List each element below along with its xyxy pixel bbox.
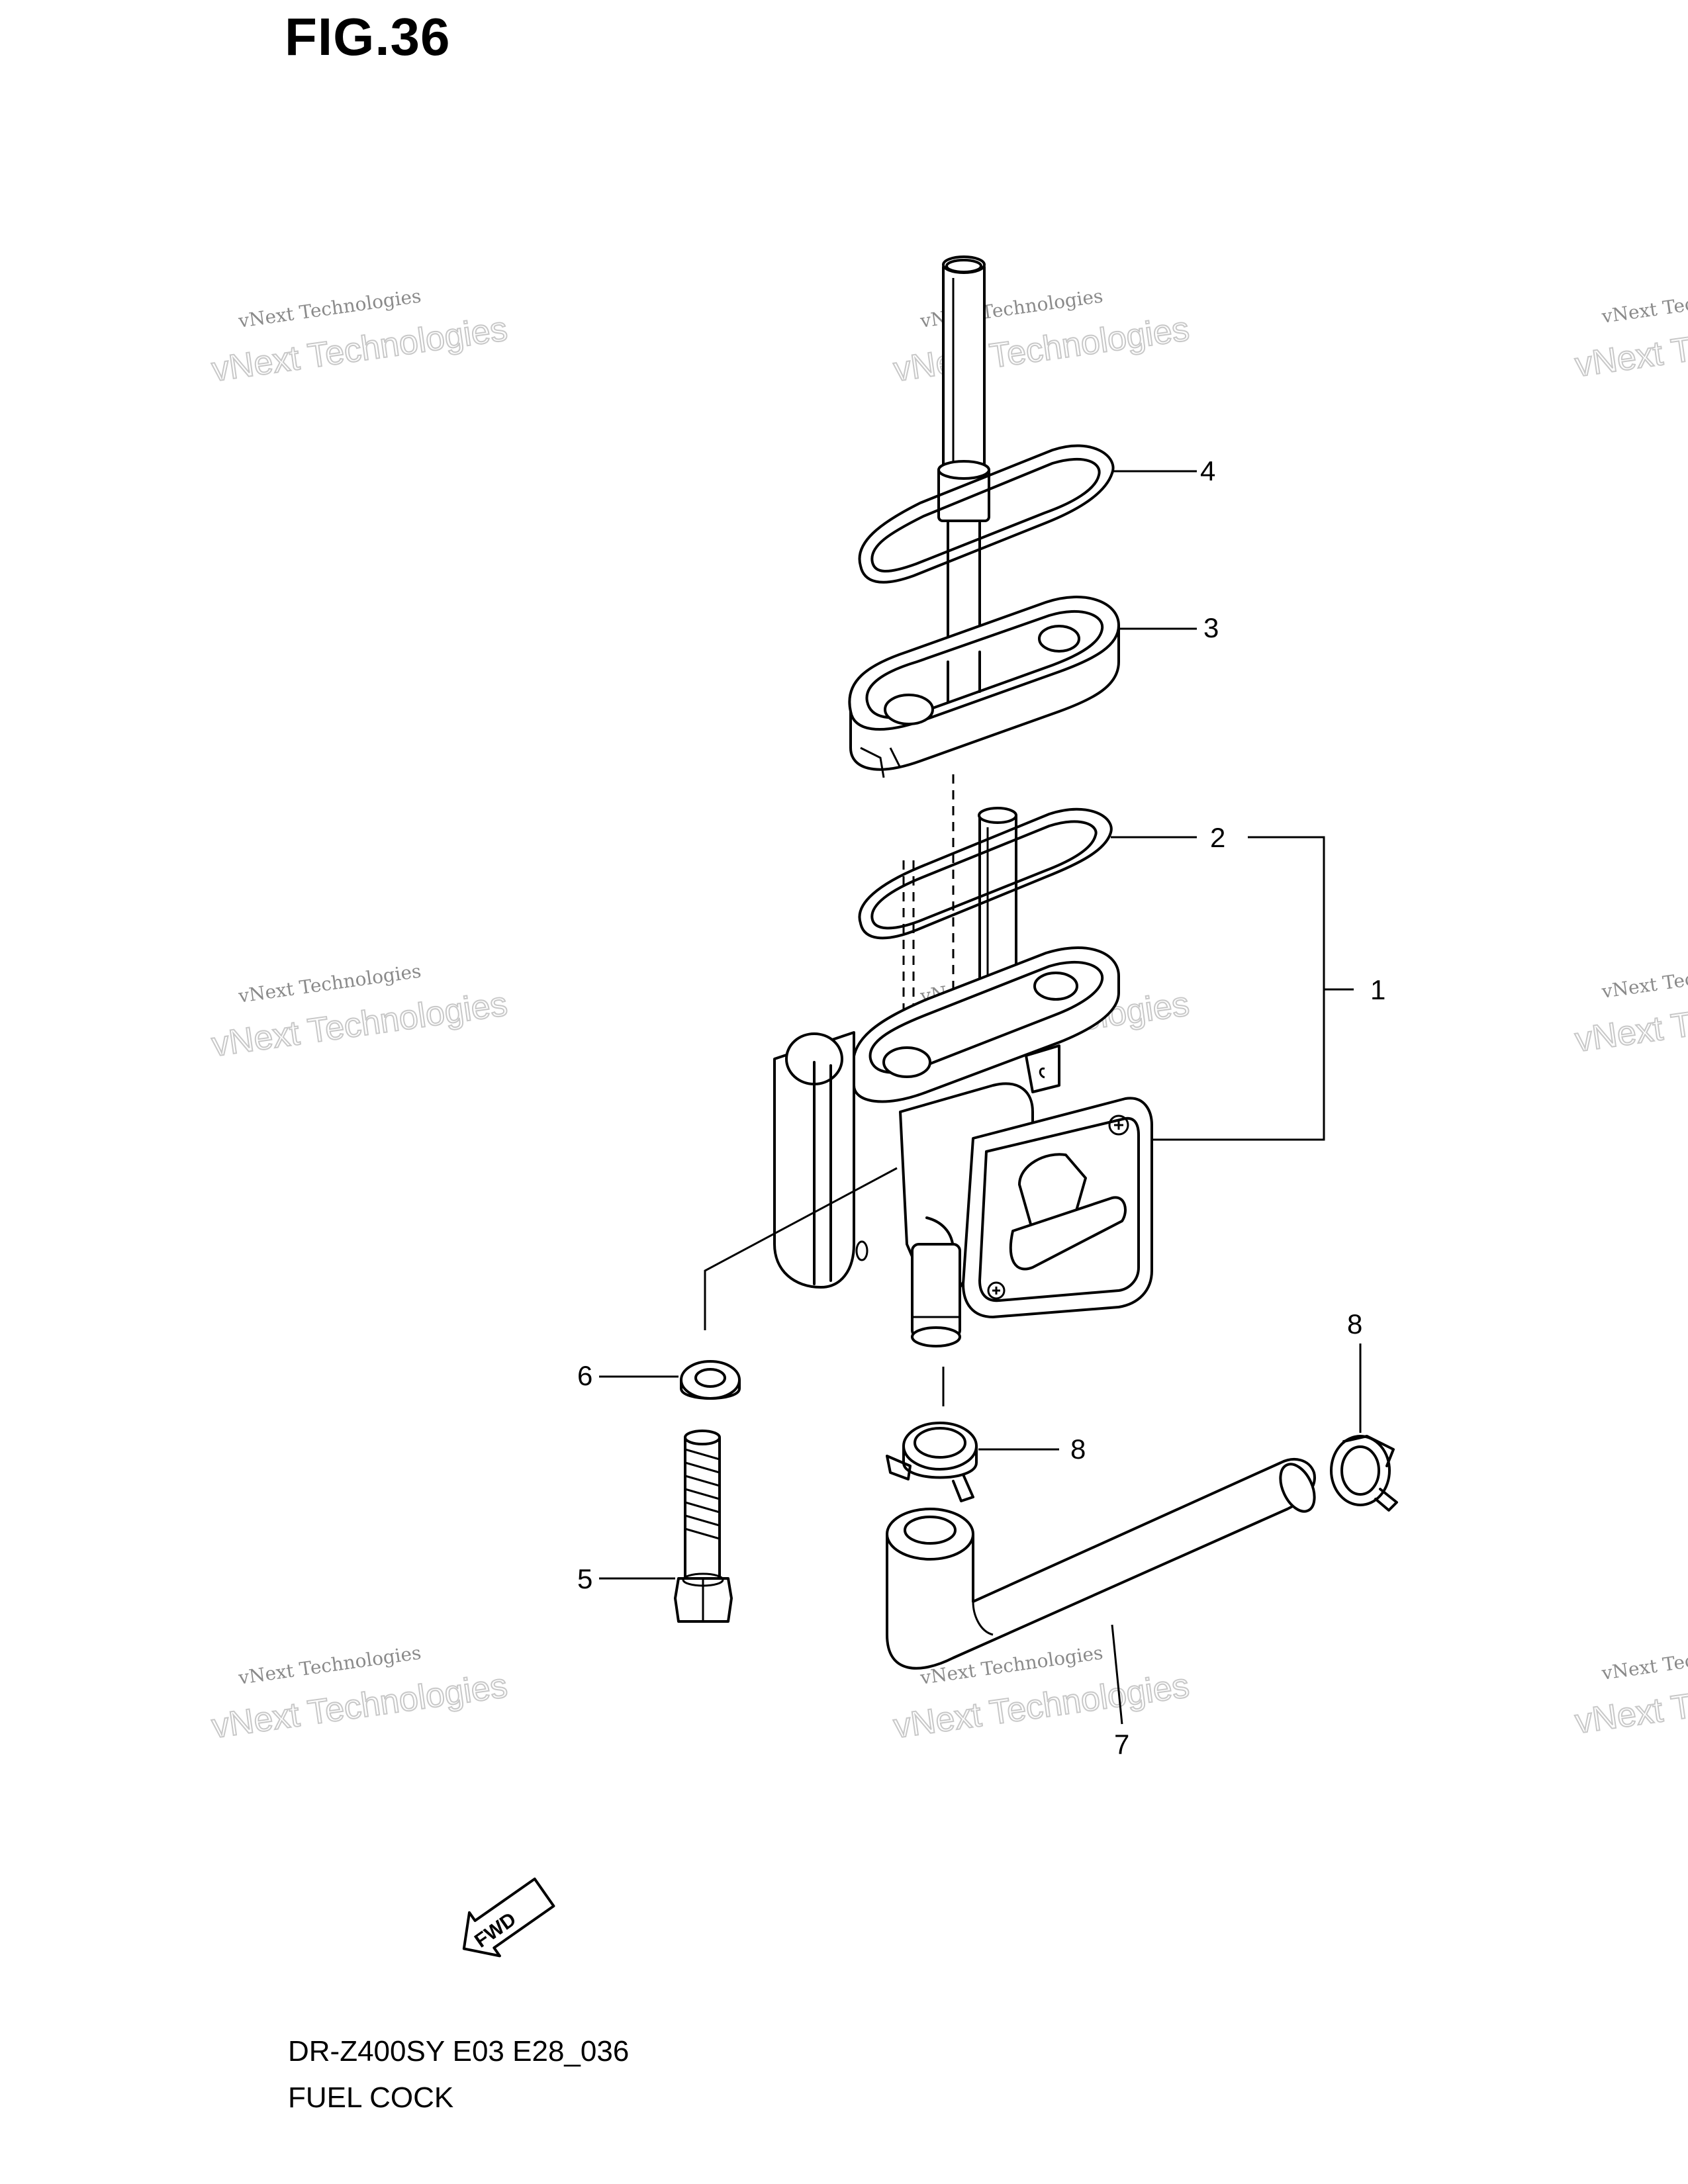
part-title: FUEL COCK [288,2081,454,2114]
packing-3 [848,596,1120,778]
model-code: DR-Z400SY E03 E28_036 [288,2035,630,2068]
callout-1: 1 [1370,974,1385,1005]
callout-7: 7 [1114,1729,1129,1760]
watermark-bl: vNext Technologies vNext Technologies [209,1641,510,1747]
fuel-hose-7 [886,1458,1316,1670]
lever-shaft [937,255,990,703]
watermark-small-text: vNext Technologies [1600,955,1688,1003]
callout-3: 3 [1203,612,1219,643]
watermark-small-text: vNext Technologies [1600,280,1688,328]
watermark-mr: vNext Technologies vNext Technologies [1572,955,1688,1060]
washer-6 [680,1360,741,1400]
callout-4: 4 [1200,455,1215,486]
callout-labels: 4 3 2 1 6 8 8 5 7 [577,455,1385,1760]
watermark-tc: vNext Technologies vNext Technologies [890,285,1192,390]
fuel-cock-body [773,946,1153,1347]
watermark-br: vNext Technologies vNext Technologies [1572,1637,1688,1742]
watermark-tr: vNext Technologies vNext Technologies [1572,280,1688,385]
callout-5: 5 [577,1563,592,1594]
callout-2: 2 [1210,822,1225,853]
hose-clamp-upper [1330,1435,1398,1512]
watermark-small-text: vNext Technologies [1600,1637,1688,1684]
oring-upper [858,444,1115,584]
watermark-tl: vNext Technologies vNext Technologies [209,285,510,390]
fwd-arrow: FWD [462,1878,555,1958]
callout-6: 6 [577,1360,592,1391]
hose-clamp-lower [886,1422,978,1502]
leader-lines [599,470,1362,1725]
callout-8-upper: 8 [1347,1308,1362,1340]
oring-lower [858,807,1113,940]
figure-title: FIG.36 [285,7,451,66]
bolt-5 [674,1430,733,1623]
callout-8-lower: 8 [1070,1433,1086,1465]
watermark-ml: vNext Technologies vNext Technologies [209,960,510,1065]
